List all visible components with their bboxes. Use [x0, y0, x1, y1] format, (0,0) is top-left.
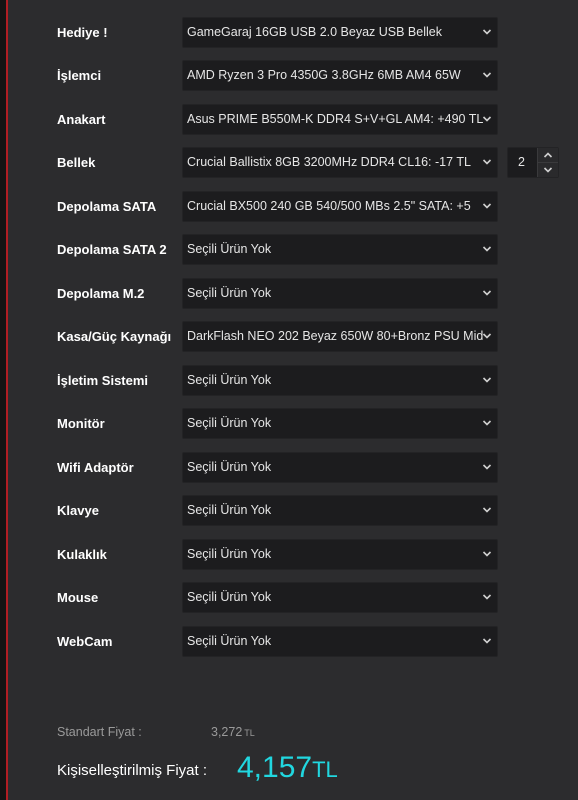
quantity-increment-button[interactable] [537, 148, 558, 163]
left-border-strip [0, 0, 8, 800]
standard-price-label: Standart Fiyat : [57, 725, 142, 739]
wifi-select[interactable]: Seçili Ürün Yok [182, 452, 498, 483]
config-row-gift: Hediye ! GameGaraj 16GB USB 2.0 Beyaz US… [0, 17, 578, 48]
wifi-label: Wifi Adaptör [57, 460, 134, 475]
chevron-down-icon [482, 72, 492, 78]
storage-sata-label: Depolama SATA [57, 199, 157, 214]
storage-sata-select[interactable]: Crucial BX500 240 GB 540/500 MBs 2.5" SA… [182, 191, 498, 222]
config-row-memory: Bellek Crucial Ballistix 8GB 3200MHz DDR… [0, 147, 578, 178]
chevron-down-icon [482, 507, 492, 513]
storage-sata-select-value: Crucial BX500 240 GB 540/500 MBs 2.5" SA… [187, 199, 471, 213]
chevron-down-icon [482, 246, 492, 252]
motherboard-select[interactable]: Asus PRIME B550M-K DDR4 S+V+GL AM4: +490… [182, 104, 498, 135]
monitor-select-value: Seçili Ürün Yok [187, 416, 272, 430]
monitor-label: Monitör [57, 416, 105, 431]
storage-m2-select[interactable]: Seçili Ürün Yok [182, 278, 498, 309]
chevron-down-icon [543, 167, 553, 173]
quantity-decrement-button[interactable] [537, 163, 558, 177]
keyboard-select[interactable]: Seçili Ürün Yok [182, 495, 498, 526]
storage-m2-label: Depolama M.2 [57, 286, 145, 301]
webcam-label: WebCam [57, 634, 113, 649]
config-row-mouse: Mouse Seçili Ürün Yok [0, 582, 578, 613]
memory-quantity-stepper[interactable]: 2 [507, 147, 559, 178]
memory-select[interactable]: Crucial Ballistix 8GB 3200MHz DDR4 CL16:… [182, 147, 498, 178]
webcam-select-value: Seçili Ürün Yok [187, 634, 272, 648]
config-row-keyboard: Klavye Seçili Ürün Yok [0, 495, 578, 526]
config-row-motherboard: Anakart Asus PRIME B550M-K DDR4 S+V+GL A… [0, 104, 578, 135]
config-row-storage-sata-2: Depolama SATA 2 Seçili Ürün Yok [0, 234, 578, 265]
headset-select-value: Seçili Ürün Yok [187, 547, 272, 561]
chevron-down-icon [482, 420, 492, 426]
chevron-down-icon [482, 333, 492, 339]
mouse-select[interactable]: Seçili Ürün Yok [182, 582, 498, 613]
chevron-down-icon [482, 594, 492, 600]
standard-price-amount: 3,272 [211, 725, 243, 739]
os-select-value: Seçili Ürün Yok [187, 373, 272, 387]
memory-label: Bellek [57, 155, 96, 170]
custom-price-unit: TL [312, 757, 338, 782]
cpu-select[interactable]: AMD Ryzen 3 Pro 4350G 3.8GHz 6MB AM4 65W [182, 60, 498, 91]
config-row-monitor: Monitör Seçili Ürün Yok [0, 408, 578, 439]
chevron-down-icon [482, 464, 492, 470]
chevron-down-icon [482, 29, 492, 35]
gift-label: Hediye ! [57, 25, 108, 40]
storage-m2-select-value: Seçili Ürün Yok [187, 286, 272, 300]
monitor-select[interactable]: Seçili Ürün Yok [182, 408, 498, 439]
webcam-select[interactable]: Seçili Ürün Yok [182, 626, 498, 657]
motherboard-select-value: Asus PRIME B550M-K DDR4 S+V+GL AM4: +490… [187, 112, 484, 126]
chevron-down-icon [482, 377, 492, 383]
headset-label: Kulaklık [57, 547, 107, 562]
config-row-cpu: İşlemci AMD Ryzen 3 Pro 4350G 3.8GHz 6MB… [0, 60, 578, 91]
case-psu-label: Kasa/Güç Kaynağı [57, 329, 172, 344]
config-row-os: İşletim Sistemi Seçili Ürün Yok [0, 365, 578, 396]
storage-sata-2-label: Depolama SATA 2 [57, 242, 167, 257]
case-psu-select-value: DarkFlash NEO 202 Beyaz 650W 80+Bronz PS… [187, 329, 484, 343]
storage-sata-2-select-value: Seçili Ürün Yok [187, 242, 272, 256]
motherboard-label: Anakart [57, 112, 106, 127]
memory-select-value: Crucial Ballistix 8GB 3200MHz DDR4 CL16:… [187, 155, 471, 169]
os-label: İşletim Sistemi [57, 373, 149, 388]
config-row-headset: Kulaklık Seçili Ürün Yok [0, 539, 578, 570]
case-psu-select[interactable]: DarkFlash NEO 202 Beyaz 650W 80+Bronz PS… [182, 321, 498, 352]
config-row-storage-m2: Depolama M.2 Seçili Ürün Yok [0, 278, 578, 309]
gift-select-value: GameGaraj 16GB USB 2.0 Beyaz USB Bellek [187, 25, 442, 39]
wifi-select-value: Seçili Ürün Yok [187, 460, 272, 474]
memory-quantity-value: 2 [518, 155, 525, 169]
cpu-select-value: AMD Ryzen 3 Pro 4350G 3.8GHz 6MB AM4 65W [187, 68, 461, 82]
custom-price-value: 4,157TL [237, 751, 338, 785]
cpu-label: İşlemci [57, 68, 102, 83]
gift-select[interactable]: GameGaraj 16GB USB 2.0 Beyaz USB Bellek [182, 17, 498, 48]
chevron-down-icon [482, 203, 492, 209]
mouse-select-value: Seçili Ürün Yok [187, 590, 272, 604]
custom-price-label: Kişiselleştirilmiş Fiyat : [57, 762, 208, 779]
custom-price-amount: 4,157 [237, 751, 313, 784]
config-row-webcam: WebCam Seçili Ürün Yok [0, 626, 578, 657]
os-select[interactable]: Seçili Ürün Yok [182, 365, 498, 396]
chevron-down-icon [482, 290, 492, 296]
chevron-down-icon [482, 551, 492, 557]
storage-sata-2-select[interactable]: Seçili Ürün Yok [182, 234, 498, 265]
config-row-case-psu: Kasa/Güç Kaynağı DarkFlash NEO 202 Beyaz… [0, 321, 578, 352]
config-row-wifi: Wifi Adaptör Seçili Ürün Yok [0, 452, 578, 483]
keyboard-select-value: Seçili Ürün Yok [187, 503, 272, 517]
config-row-storage-sata: Depolama SATA Crucial BX500 240 GB 540/5… [0, 191, 578, 222]
keyboard-label: Klavye [57, 503, 99, 518]
standard-price-unit: TL [244, 728, 255, 738]
chevron-down-icon [482, 159, 492, 165]
mouse-label: Mouse [57, 590, 99, 605]
chevron-up-icon [543, 152, 553, 158]
chevron-down-icon [482, 116, 492, 122]
headset-select[interactable]: Seçili Ürün Yok [182, 539, 498, 570]
chevron-down-icon [482, 638, 492, 644]
